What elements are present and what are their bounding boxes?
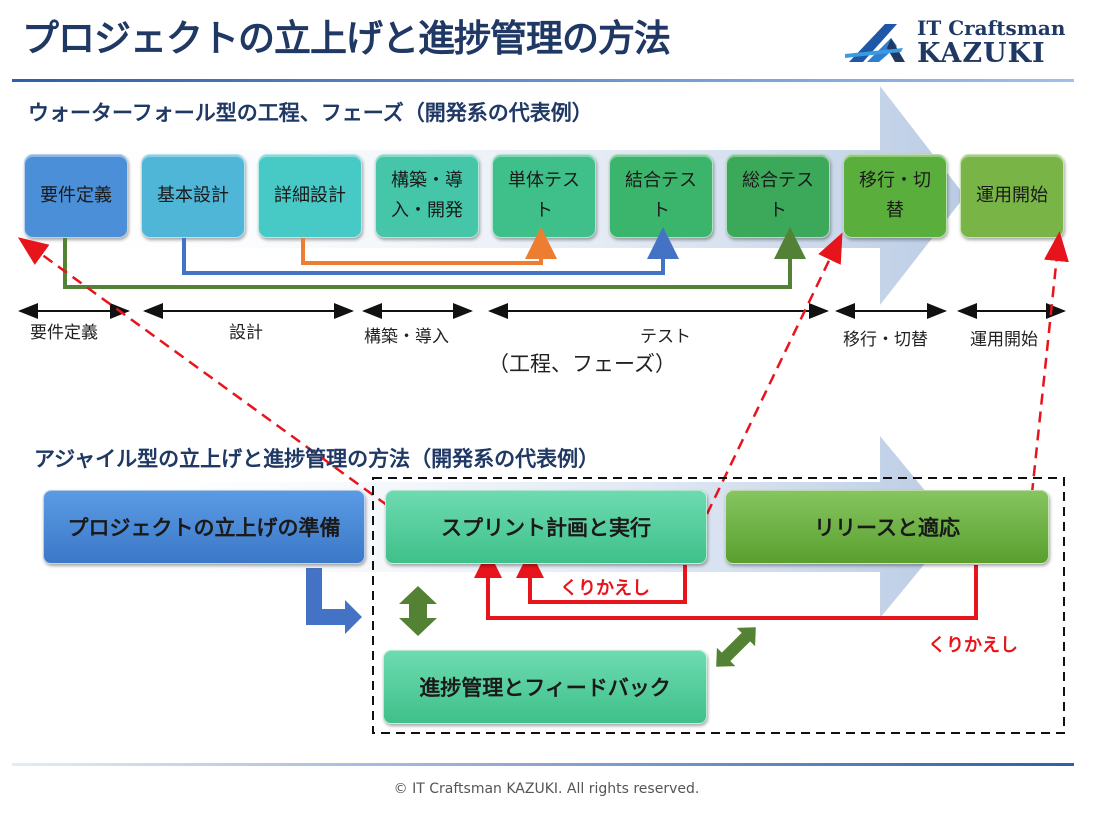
phase-basic-design: 基本設計 [141,154,245,238]
phase-label: 単体テスト [508,170,580,221]
agile-sprint-box: スプリント計画と実行 [385,490,707,564]
phase-label: 移行・切替 [859,170,931,221]
logo-text-line2: KAZUKI [917,38,1046,69]
loop-green [63,227,806,289]
waterfall-caption: （工程、フェーズ） [488,352,676,376]
repeat-label-inner: くりかえし [560,578,650,599]
page-title: プロジェクトの立上げと進捗管理の方法 [22,17,671,60]
repeat-label-outer: くりかえし [928,635,1018,656]
mapping-line-1 [17,237,403,518]
agile-section-label: アジャイル型の立上げと進捗管理の方法（開発系の代表例） [34,447,600,471]
phase-requirements: 要件定義 [24,154,128,238]
range-label-migration: 移行・切替 [843,330,928,350]
sprint-progress-double-arrow [399,586,437,636]
logo-mark-icon [845,24,905,62]
phase-unit-test: 単体テスト [492,154,596,238]
phase-label: 総合テスト [742,170,814,221]
repeat-loop-outer [474,550,978,620]
footer-copyright: © IT Craftsman KAZUKI. All rights reserv… [393,781,700,797]
repeat-loop-inner [516,550,687,604]
footer-divider [12,763,1074,766]
phase-label: 要件定義 [40,185,112,206]
agile-prepare-box: プロジェクトの立上げの準備 [43,490,365,564]
phase-label: 結合テスト [625,170,697,221]
phase-label: 詳細設計 [274,185,346,206]
agile-release-box: リリースと適応 [725,490,1049,564]
mapping-line-3 [1028,231,1069,513]
phase-integration-test: 結合テスト [609,154,713,238]
phase-build: 構築・導入・開発 [375,154,479,238]
loop-blue [182,227,679,275]
waterfall-section-label: ウォーターフォール型の工程、フェーズ（開発系の代表例） [28,101,593,125]
prepare-to-sprint-arrow [306,568,362,634]
loop-orange [301,227,557,265]
release-progress-double-arrow [716,627,756,667]
logo-text-line1: IT Craftsman [917,16,1066,40]
phase-label: 運用開始 [976,185,1048,206]
phase-operation: 運用開始 [960,154,1064,238]
range-label-test: テスト [640,327,691,347]
mapping-line-2 [705,232,843,515]
range-label-operation: 運用開始 [970,330,1038,350]
phase-label: 基本設計 [157,185,229,206]
range-label-build: 構築・導入 [364,327,449,347]
phase-label: 構築・導入・開発 [391,170,463,221]
agile-progress-box: 進捗管理とフィードバック [383,650,707,724]
phase-system-test: 総合テスト [726,154,830,238]
header-divider [12,79,1074,82]
range-label-requirements: 要件定義 [30,323,98,343]
phase-migration: 移行・切替 [843,154,947,238]
agile-iteration-frame [372,477,1065,734]
range-label-design: 設計 [229,323,263,343]
phase-detailed-design: 詳細設計 [258,154,362,238]
logo [845,14,1055,72]
